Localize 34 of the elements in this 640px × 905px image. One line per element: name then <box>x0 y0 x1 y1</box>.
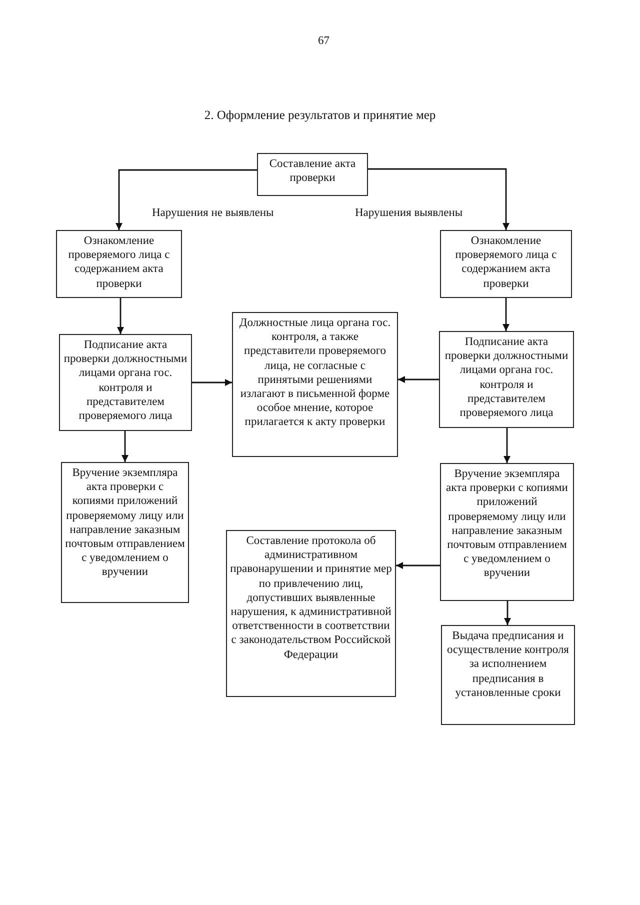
box-text: Составление акта проверки <box>268 157 357 186</box>
box-text: Должностные лица органа гос. контроля, а также представители проверяемого лица, не согласные с принятыми решениями излагают в письменной форме особое мнение, которое прилагается к акту проверки <box>238 316 392 430</box>
box-text: Выдача предписания и осуществление контроля за исполнением предписания в установленные сроки <box>446 629 570 700</box>
arrow <box>368 168 510 230</box>
arrow <box>192 379 232 386</box>
arrow <box>116 169 257 230</box>
process-box <box>56 230 182 298</box>
box-text: Вручение экземпляра акта проверки с копиями приложений проверяемому лицу или направление заказным почтовым отправлением с уведомлением о вручении <box>445 467 569 581</box>
page-number: 67 <box>318 35 330 47</box>
process-box <box>441 625 575 725</box>
process-box <box>440 230 572 298</box>
arrow <box>504 428 510 463</box>
arrow <box>502 298 510 331</box>
branch-label: Нарушения выявлены <box>355 207 463 219</box>
process-box <box>59 334 192 431</box>
box-text: Ознакомление проверяемого лица с содержанием акта проверки <box>67 234 171 291</box>
arrow <box>398 376 439 383</box>
process-box <box>226 530 396 697</box>
box-text: Подписание акта проверки должностными лицами органа гос. контроля и представителем проверяемого лица <box>63 338 188 424</box>
process-box <box>61 462 189 603</box>
process-box <box>257 153 368 196</box>
arrow <box>396 562 440 569</box>
process-box <box>439 331 574 428</box>
process-box <box>440 463 574 601</box>
arrow <box>122 431 128 462</box>
box-text: Вручение экземпляра акта проверки с копиями приложений проверяемому лицу или направление заказным почтовым отправлением с уведомлением о вручении <box>65 466 185 580</box>
branch-label: Нарушения не выявлены <box>152 207 274 219</box>
box-text: Составление протокола об административном правонарушении и принятие мер по привлечению лиц, допустивших выявленные нарушения, к административной ответственности в соответствии с законодательством Российской Федерации <box>230 534 392 662</box>
arrow <box>504 601 511 625</box>
arrow <box>117 298 124 334</box>
diagram-title: 2. Оформление результатов и принятие мер <box>203 108 437 123</box>
box-text: Подписание акта проверки должностными лицами органа гос. контроля и представителем проверяемого лица <box>444 335 570 420</box>
process-box <box>232 312 398 457</box>
box-text: Ознакомление проверяемого лица с содержанием акта проверки <box>454 234 558 291</box>
